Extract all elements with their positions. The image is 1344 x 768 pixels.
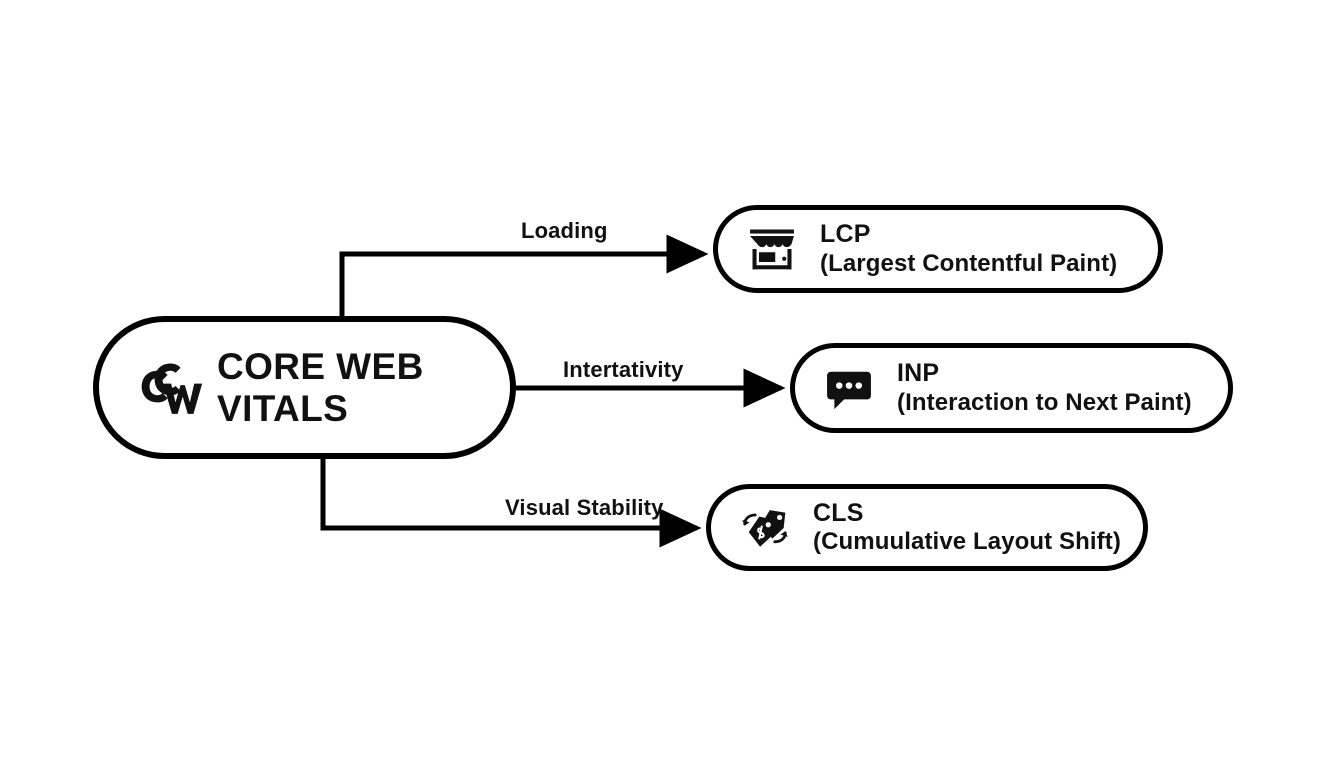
edge-label-interactivity: Intertativity <box>563 357 684 382</box>
cls-full: (Cumuulative Layout Shift) <box>813 528 1121 556</box>
lcp-text: LCP (Largest Contentful Paint) <box>820 220 1117 278</box>
cls-text: CLS (Cumuulative Layout Shift) <box>813 499 1121 557</box>
edge-label-visual-stability: Visual Stability <box>505 495 664 520</box>
chat-bubble-dots-icon <box>827 371 871 410</box>
root-title: CORE WEB VITALS <box>217 346 424 429</box>
edge-label-loading: Loading <box>521 218 608 243</box>
storefront-icon <box>750 229 794 270</box>
price-tags-shift-icon <box>742 509 788 547</box>
cls-abbr: CLS <box>813 498 864 527</box>
connector-visual-stability <box>320 458 702 548</box>
connector-loading <box>339 234 709 316</box>
lcp-full: (Largest Contentful Paint) <box>820 249 1118 277</box>
cwv-monogram-icon <box>141 363 203 414</box>
lcp-abbr: LCP <box>820 220 871 249</box>
node-inp[interactable]: INP (Interaction to Next Paint) <box>790 343 1233 433</box>
node-core-web-vitals[interactable]: CORE WEB VITALS <box>93 316 516 459</box>
node-cls[interactable]: CLS (Cumuulative Layout Shift) <box>706 484 1148 571</box>
inp-full: (Interaction to Next Paint) <box>897 388 1192 416</box>
inp-text: INP (Interaction to Next Paint) <box>897 359 1192 417</box>
inp-abbr: INP <box>897 359 940 388</box>
node-lcp[interactable]: LCP (Largest Contentful Paint) <box>713 205 1163 293</box>
